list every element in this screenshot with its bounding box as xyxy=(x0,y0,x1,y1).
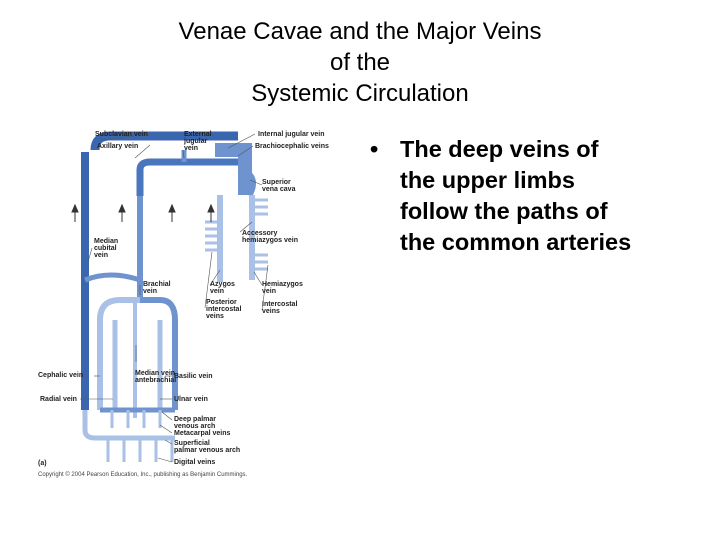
label-hemiazygos-2: vein xyxy=(262,288,276,295)
label-intercostal-1: Intercostal xyxy=(262,301,297,308)
vein-network xyxy=(71,131,268,462)
vein-labels: Subclavian vein Axillary vein External j… xyxy=(38,131,329,478)
bullet-line-2: the upper limbs xyxy=(400,167,575,193)
label-deep-palmar-2: venous arch xyxy=(174,423,215,430)
bullet-line-3: follow the paths of xyxy=(400,198,608,224)
label-posterior-intercostal-3: veins xyxy=(206,313,224,320)
label-median-cubital-2: cubital xyxy=(94,245,117,252)
label-internal-jugular: Internal jugular vein xyxy=(258,131,325,138)
label-median-cubital-1: Median xyxy=(94,238,118,245)
label-accessory-hemiazygos-2: hemiazygos vein xyxy=(242,237,298,244)
vein-basilic xyxy=(140,297,178,410)
label-accessory-hemiazygos-1: Accessory xyxy=(242,230,278,237)
title-line-3: Systemic Circulation xyxy=(251,80,469,107)
label-axillary: Axillary vein xyxy=(97,143,138,150)
flow-arrows xyxy=(71,203,215,222)
label-cephalic: Cephalic vein xyxy=(38,372,83,379)
label-external-jugular-1: External xyxy=(184,131,212,138)
label-deep-palmar-1: Deep palmar xyxy=(174,416,216,423)
vein-forearm-left xyxy=(97,297,140,410)
leader-lines xyxy=(80,133,269,463)
intercostal-branches-right xyxy=(252,198,268,271)
vein-median-cubital xyxy=(84,272,141,283)
label-azygos-1: Azygos xyxy=(210,281,235,288)
label-brachial-2: vein xyxy=(143,288,157,295)
label-posterior-intercostal-1: Posterior xyxy=(206,299,237,306)
vein-brachiocephalic xyxy=(215,143,252,195)
title-line-1: Venae Cavae and the Major Veins xyxy=(178,18,542,45)
bullet-line-4: the common arteries xyxy=(400,229,632,255)
label-posterior-intercostal-2: intercostal xyxy=(206,306,241,313)
title-line-2: of the xyxy=(329,49,391,76)
label-basilic: Basilic vein xyxy=(174,373,213,380)
label-svc-1: Superior xyxy=(262,179,291,186)
label-svc-2: vena cava xyxy=(262,186,296,193)
label-metacarpal: Metacarpal veins xyxy=(174,430,231,437)
label-external-jugular-2: jugular xyxy=(183,138,208,145)
label-superficial-palmar-1: Superficial xyxy=(174,440,210,447)
label-superficial-palmar-2: palmar venous arch xyxy=(174,447,240,454)
label-intercostal-2: veins xyxy=(262,308,280,315)
label-brachiocephalic: Brachiocephalic veins xyxy=(255,143,329,150)
label-ulnar: Ulnar vein xyxy=(174,396,208,403)
slide-title: Venae Cavae and the Major Veins of the S… xyxy=(0,16,720,109)
label-radial: Radial vein xyxy=(40,396,77,403)
digital-veins xyxy=(106,438,174,462)
bullet-marker: • xyxy=(370,136,379,162)
label-median-antebrachial-1: Median vein xyxy=(135,370,175,377)
label-brachial-1: Brachial xyxy=(143,281,171,288)
label-panel: (a) xyxy=(38,460,47,467)
copyright-note: Copyright © 2004 Pearson Education, Inc.… xyxy=(38,471,248,478)
label-median-cubital-3: vein xyxy=(94,252,108,259)
intercostal-branches-left xyxy=(205,220,220,252)
bullet-line-1: The deep veins of xyxy=(400,136,599,162)
bullet-text: The deep veins of the upper limbs follow… xyxy=(400,134,705,258)
label-subclavian: Subclavian vein xyxy=(95,131,148,138)
vein-superficial-palmar-arch xyxy=(82,410,175,441)
label-median-antebrachial-2: antebrachial xyxy=(135,377,176,384)
label-digital: Digital veins xyxy=(174,459,215,466)
label-azygos-2: vein xyxy=(210,288,224,295)
vein-cephalic xyxy=(90,131,238,151)
vein-axillary xyxy=(136,158,238,196)
label-external-jugular-3: vein xyxy=(184,145,198,152)
label-hemiazygos-1: Hemiazygos xyxy=(262,281,303,288)
